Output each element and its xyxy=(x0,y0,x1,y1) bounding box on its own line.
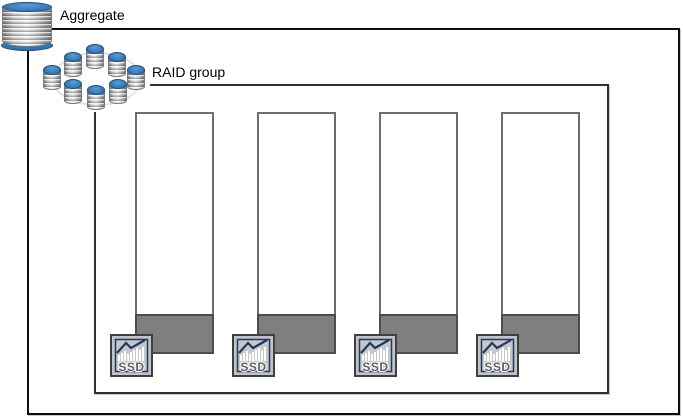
ssd-drive-icon: SSD xyxy=(476,334,519,377)
ssd-label: SSD xyxy=(240,360,266,374)
ssd-drive-icon: SSD xyxy=(354,334,397,377)
drive-column xyxy=(501,112,580,353)
ssd-label: SSD xyxy=(362,360,388,374)
ssd-label: SSD xyxy=(484,360,510,374)
disk-cylinder-icon xyxy=(127,65,145,92)
ssd-drive-icon: SSD xyxy=(232,334,275,377)
ssd-label: SSD xyxy=(118,360,144,374)
drive-column xyxy=(379,112,458,353)
disk-cylinder-icon xyxy=(108,52,126,79)
disk-cylinder-icon xyxy=(64,79,82,106)
drive-column xyxy=(257,112,336,353)
disk-cylinder-icon xyxy=(86,44,104,71)
disk-cylinder-icon xyxy=(87,85,105,112)
disk-cylinder-icon xyxy=(64,52,82,79)
ssd-drive-icon: SSD xyxy=(110,334,153,377)
aggregate-label: Aggregate xyxy=(60,7,125,23)
disk-cylinder-icon xyxy=(109,79,127,106)
disk-cylinder-icon xyxy=(43,65,61,92)
raid-group-label: RAID group xyxy=(152,64,226,80)
aggregate-database-icon xyxy=(1,2,53,51)
